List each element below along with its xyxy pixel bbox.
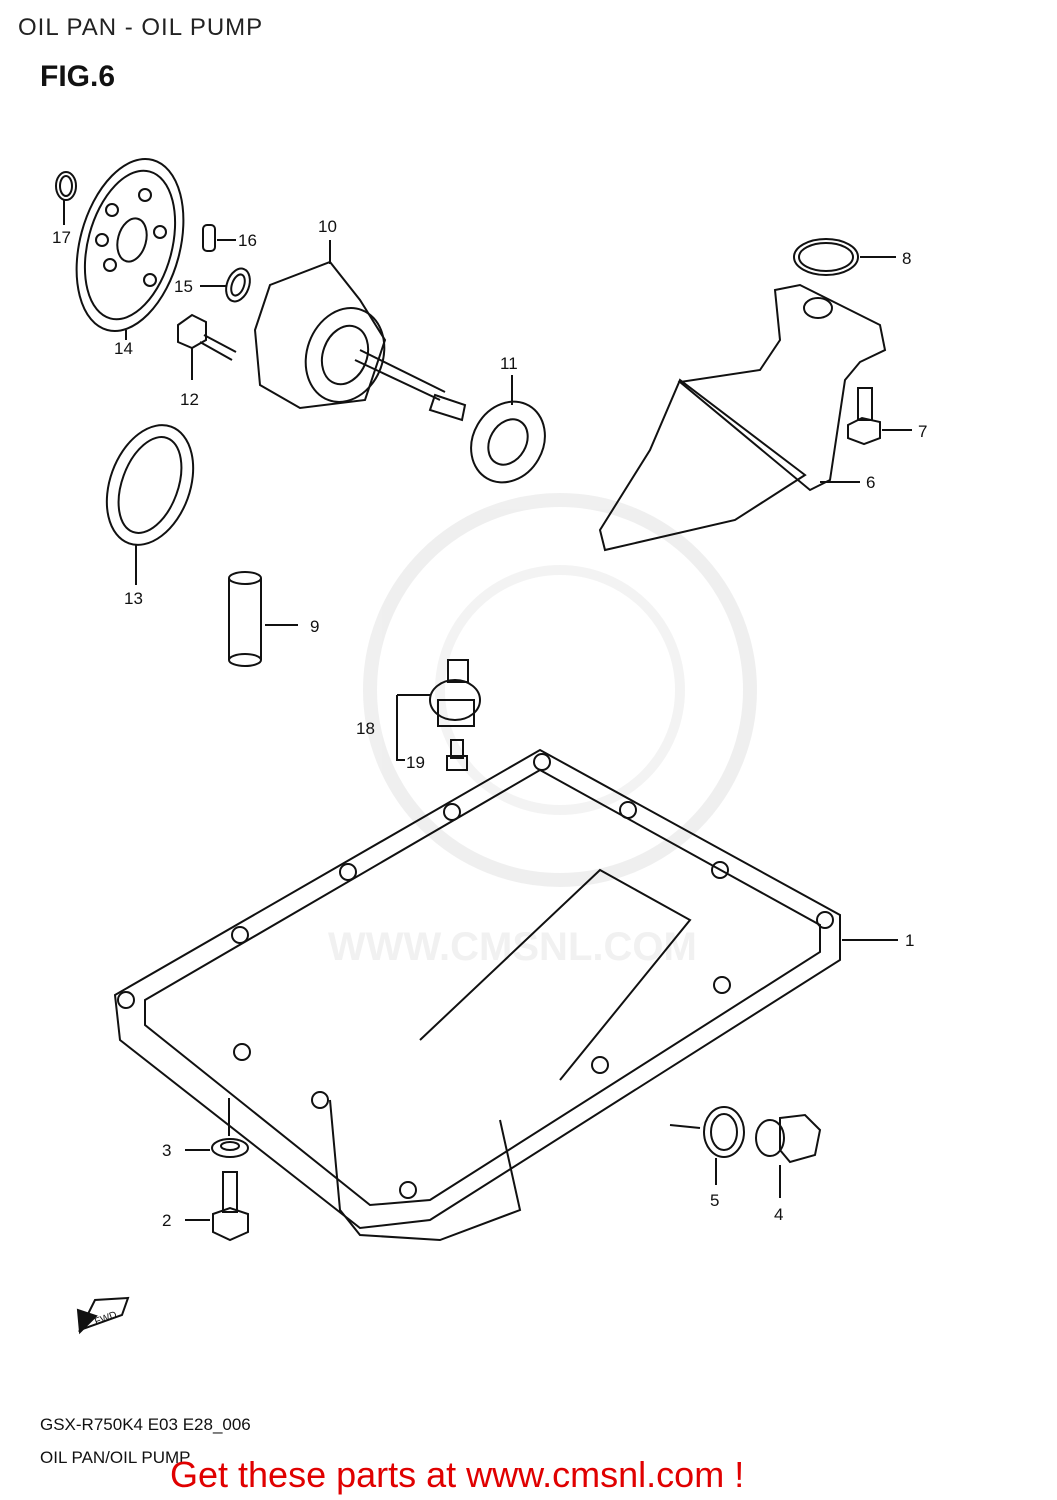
page-title: OIL PAN - OIL PUMP — [18, 14, 264, 41]
part-12-bolt — [177, 313, 237, 380]
callout-2: 2 — [162, 1211, 171, 1230]
callout-14: 14 — [114, 339, 133, 358]
part-17-circlip — [55, 171, 77, 225]
watermark-logo: WWW.CMSNL.COM — [328, 493, 757, 969]
callout-17: 17 — [52, 228, 71, 247]
callout-3: 3 — [162, 1141, 171, 1160]
part-8-o-ring — [793, 238, 896, 276]
callout-18: 18 — [356, 719, 375, 738]
model-code: GSX-R750K4 E03 E28_006 — [40, 1415, 251, 1434]
part-16-pin — [202, 224, 236, 252]
callout-6: 6 — [866, 473, 875, 492]
part-5-gasket — [669, 1106, 745, 1185]
callout-5: 5 — [710, 1191, 719, 1210]
part-9-dowel — [228, 571, 298, 667]
callout-16: 16 — [238, 231, 257, 250]
callout-10: 10 — [318, 217, 337, 236]
part-1-oil-pan — [113, 748, 898, 1242]
callout-13: 13 — [124, 589, 143, 608]
part-3-washer — [185, 1098, 249, 1158]
part-2-bolt — [185, 1171, 249, 1242]
part-10-oil-pump — [253, 240, 467, 422]
part-19-screw — [446, 739, 468, 771]
callout-9: 9 — [310, 617, 319, 636]
part-13-gear — [105, 424, 195, 585]
part-11-gasket — [470, 375, 546, 484]
callout-1: 1 — [905, 931, 914, 950]
callout-15: 15 — [174, 277, 193, 296]
figure-label: FIG.6 — [40, 60, 116, 93]
callout-19: 19 — [406, 753, 425, 772]
callout-4: 4 — [774, 1205, 783, 1224]
part-7-bolt — [847, 387, 912, 446]
callout-11: 11 — [500, 354, 518, 373]
part-18-oil-pressure-switch — [396, 659, 481, 761]
callout-12: 12 — [180, 390, 199, 409]
callout-labels: 1 2 3 4 5 6 7 8 9 10 11 12 13 14 15 16 1… — [52, 217, 927, 1328]
callout-7: 7 — [918, 422, 927, 441]
diagram-name: OIL PAN/OIL PUMP — [40, 1448, 191, 1467]
part-4-drain-plug — [755, 1113, 822, 1198]
cta-link[interactable]: Get these parts at www.cmsnl.com ! — [170, 1454, 745, 1495]
forward-direction-arrow-icon — [76, 1296, 130, 1335]
part-15-washer — [200, 267, 251, 303]
callout-8: 8 — [902, 249, 911, 268]
part-14-driven-gear — [75, 158, 185, 340]
part-6-oil-strainer — [598, 283, 887, 552]
watermark-text: WWW.CMSNL.COM — [328, 925, 697, 969]
